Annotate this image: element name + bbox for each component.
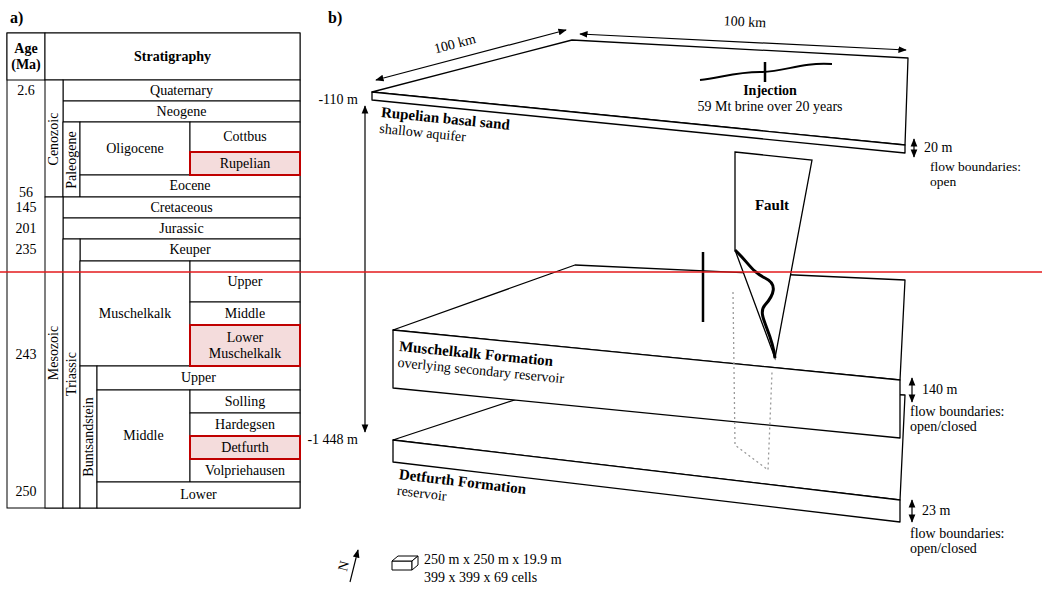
dim-arrow	[580, 34, 906, 50]
annotation-label: 100 km	[723, 13, 766, 30]
table-cell	[45, 197, 63, 508]
table-cell	[7, 33, 300, 508]
table-cell-text: Detfurth	[190, 436, 300, 459]
annotation-label: a)	[10, 9, 23, 27]
annotation-label: b)	[328, 9, 342, 27]
table-cell	[80, 261, 190, 366]
table-cell-text: Age (Ma)	[7, 33, 45, 80]
table-cell-text: Keuper	[80, 239, 300, 261]
table-cell	[190, 459, 300, 482]
annotation-label: 140 m	[922, 382, 957, 397]
highlight-cell	[190, 152, 300, 175]
annotation-label: 59 Mt brine over 20 years	[697, 99, 842, 114]
highlight-cell	[190, 436, 300, 459]
vertical-table-text: Buntsandstein	[82, 397, 96, 476]
table-cell-text: Quaternary	[63, 80, 300, 101]
annotation-label: 399 x 399 x 69 cells	[424, 570, 537, 585]
table-cell-text: Eocene	[80, 175, 300, 197]
annotation-label: 250	[16, 484, 37, 499]
table-cell	[45, 80, 63, 197]
annotation-label: 23 m	[922, 503, 950, 518]
table-cell	[80, 366, 97, 508]
annotation-label: 250 m x 250 m x 19.9 m	[424, 552, 562, 567]
detfurth-front	[393, 440, 900, 522]
annotation-label: 20 m	[924, 140, 952, 155]
annotation-label: Fault	[755, 197, 789, 214]
table-cell	[97, 366, 300, 390]
table-cell	[190, 413, 300, 436]
table-cell-text: Cottbus	[190, 122, 300, 152]
red-marker-line	[0, 271, 1042, 273]
table-cell-text: Muschelkalk	[80, 261, 190, 366]
fault-plane	[735, 152, 812, 358]
table-cell	[45, 33, 300, 80]
table-cell-text: Middle	[190, 302, 300, 325]
cell-icon	[392, 556, 418, 570]
thickness-arrow	[913, 139, 914, 157]
strat-table	[7, 33, 300, 508]
muschelkalk-front	[393, 330, 900, 438]
injection-well	[764, 62, 767, 82]
annotation-label: -110 m	[318, 92, 358, 107]
annotation-label: flow boundaries: open/closed	[910, 404, 1028, 435]
table-cell	[63, 122, 80, 197]
annotation-label: N	[335, 559, 352, 573]
annotation-label: 235	[16, 242, 37, 257]
annotation-label: flow boundaries: open/closed	[910, 526, 1028, 557]
vertical-table-text: Paleogene	[65, 131, 79, 189]
vertical-table-text: Triassic	[65, 352, 79, 396]
annotation-label: -1 448 m	[307, 432, 358, 447]
table-cell	[80, 175, 300, 197]
annotation-label: 2.6	[17, 83, 35, 98]
table-cell-text: Upper	[190, 261, 300, 302]
annotation-label: 243	[16, 347, 37, 362]
table-cell-text: Rupelian	[190, 152, 300, 175]
annotation-label: flow boundaries: open	[930, 160, 1038, 190]
vertical-table-text: Mesozoic	[47, 325, 61, 379]
table-cell-text: Volpriehausen	[190, 459, 300, 482]
annotation-label: 100 km	[433, 31, 478, 57]
table-cell	[97, 482, 300, 508]
annotation-label: 145	[16, 200, 37, 215]
table-cell	[97, 390, 190, 482]
fault-trace	[735, 250, 775, 358]
table-cell	[190, 122, 300, 152]
table-cell-text: Lower Muschelkalk	[190, 325, 300, 366]
table-cell-text: Oligocene	[80, 122, 190, 175]
table-cell-text: Middle	[97, 390, 190, 482]
table-cell-text: Stratigraphy	[45, 33, 300, 80]
rupelian-front	[372, 92, 905, 153]
table-cell	[63, 197, 300, 218]
dim-arrow	[376, 30, 566, 80]
table-cell	[63, 218, 300, 239]
table-cell	[80, 239, 300, 261]
highlight-cell	[190, 325, 300, 366]
table-cell-text: Upper	[97, 366, 300, 390]
vertical-table-text: Cenozoic	[47, 112, 61, 165]
fault-line	[702, 252, 705, 322]
thickness-arrow	[911, 500, 912, 522]
table-cell-text: Solling	[190, 390, 300, 413]
table-cell	[63, 80, 300, 101]
table-cell	[7, 33, 45, 80]
annotation-label: 201	[16, 221, 37, 236]
table-cell	[63, 239, 80, 508]
table-cell-text: Neogene	[63, 101, 300, 122]
depth-arrow	[364, 106, 365, 432]
thickness-arrow	[911, 378, 912, 402]
table-cell	[63, 101, 300, 122]
table-cell-text: Jurassic	[63, 218, 300, 239]
annotation-label: 56	[19, 185, 33, 200]
table-cell-text: Cretaceous	[63, 197, 300, 218]
table-cell	[190, 390, 300, 413]
table-cell	[80, 122, 190, 175]
annotation-label: Injection	[743, 83, 797, 98]
table-cell-text: Lower	[97, 482, 300, 508]
table-cell-text: Hardegsen	[190, 413, 300, 436]
table-cell	[190, 302, 300, 325]
table-cell	[190, 261, 300, 302]
